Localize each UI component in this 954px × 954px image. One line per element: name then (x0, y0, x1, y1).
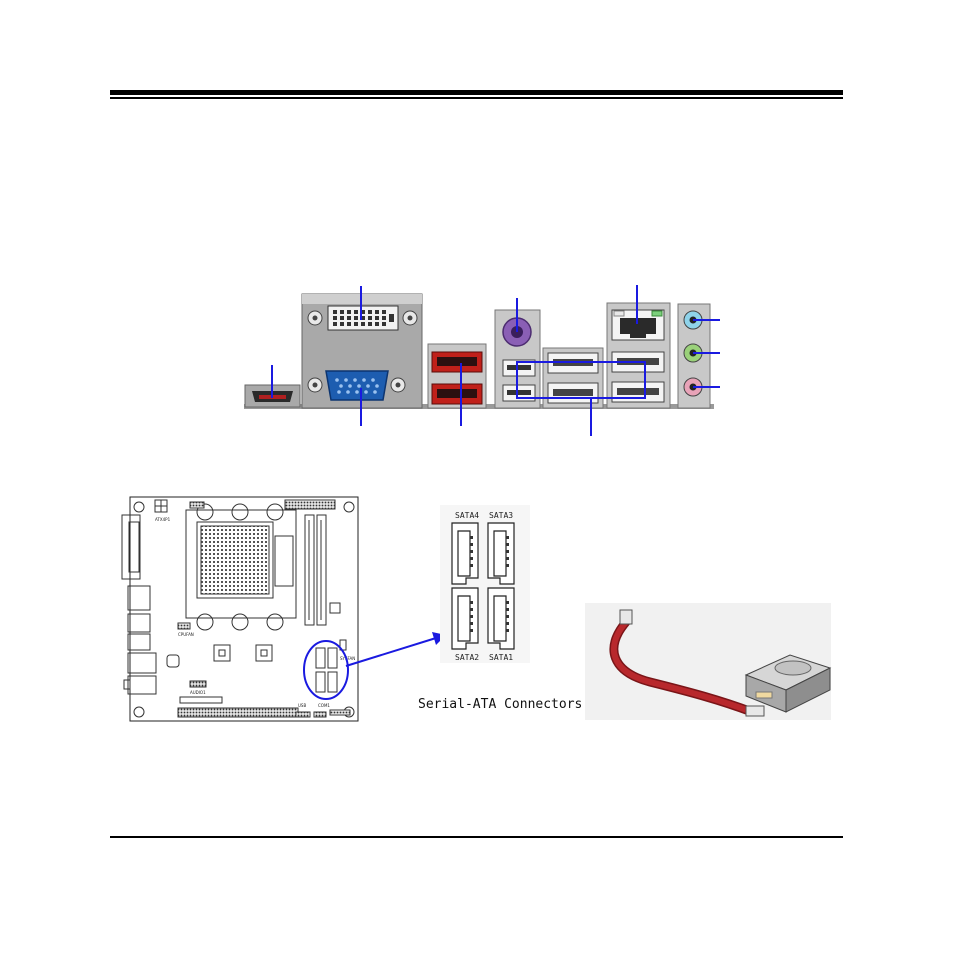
callout-lines (271, 285, 720, 436)
motherboard-layout: ATX4P1 CPUFAN SYSFAN AUDIO1 USB COM1 (121, 496, 359, 722)
sata-caption: Serial-ATA Connectors (418, 697, 582, 712)
sata4-label: SATA4 (455, 511, 479, 520)
sata2-connector (451, 587, 479, 650)
silk-usb: USB (298, 703, 306, 708)
dvi-vga-block (301, 293, 423, 409)
sata4-connector (451, 522, 479, 585)
sata-cable-drive-illustration (585, 603, 832, 720)
silk-audio1: AUDIO1 (190, 690, 206, 695)
silk-atx4p1: ATX4P1 (155, 517, 171, 522)
sata3-label: SATA3 (489, 511, 513, 520)
header-rule-thin (110, 97, 843, 99)
lan-usb-stack (606, 302, 671, 409)
sata1-connector (487, 587, 515, 650)
silk-cpufan: CPUFAN (178, 632, 194, 637)
esata-ports (427, 343, 487, 409)
dvi-port (307, 305, 418, 331)
header-rule-thick (110, 90, 843, 95)
hard-drive-icon (744, 654, 832, 713)
silk-com1: COM1 (318, 703, 330, 708)
sata3-connector (487, 522, 515, 585)
sata1-label: SATA1 (489, 653, 513, 662)
rear-io-panel (244, 285, 720, 436)
silk-sysfan: SYSFAN (340, 656, 355, 661)
footer-rule (110, 836, 843, 838)
sata2-label: SATA2 (455, 653, 479, 662)
vga-port (307, 370, 406, 401)
sata-connector-panel: SATA4 SATA3 SATA2 SATA1 (440, 505, 530, 663)
